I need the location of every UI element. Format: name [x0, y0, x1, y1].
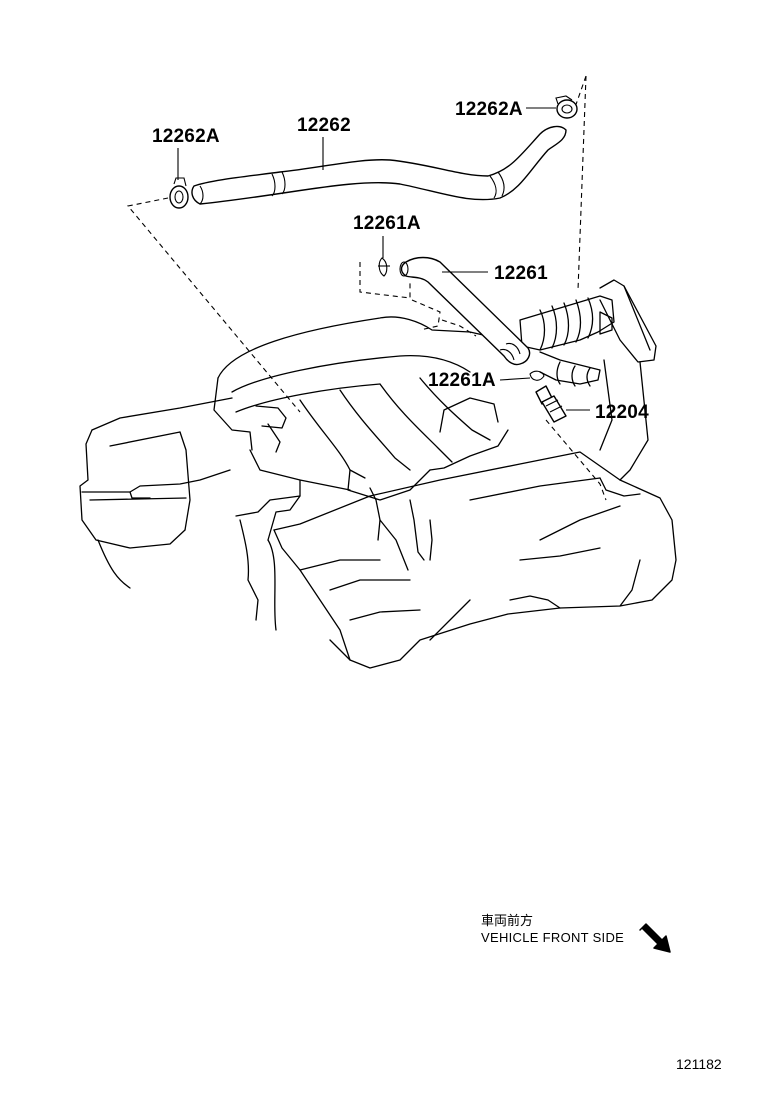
hose-clamp-12261a-upper: [378, 257, 390, 277]
callout-12262a-right: 12262A: [455, 99, 523, 120]
front-side-label-en: VEHICLE FRONT SIDE: [481, 930, 625, 945]
breather-hose-12262: [191, 125, 567, 205]
front-side-label-jp: 車両前方: [481, 914, 534, 929]
callout-12261a-upper: 12261A: [353, 213, 421, 234]
hose-clamp-12262a-left: [169, 177, 189, 209]
callout-12261a-lower: 12261A: [428, 370, 496, 391]
hose-clamp-12262a-right: [555, 95, 578, 119]
pcv-valve-12204: [535, 385, 567, 423]
callout-12262a-left: 12262A: [152, 126, 220, 147]
pcv-hose-12261: [399, 256, 531, 366]
callout-leaders: [177, 107, 590, 411]
engine-illustration: [79, 279, 677, 669]
illustration-code: 121182: [676, 1056, 722, 1072]
routing-dashed-lines: [126, 75, 607, 501]
callout-12204: 12204: [595, 402, 649, 423]
callout-12262: 12262: [297, 115, 351, 136]
hose-clamp-12261a-lower: [529, 370, 545, 381]
callout-12261: 12261: [494, 263, 548, 284]
arrow-down-right-icon: [639, 923, 671, 953]
